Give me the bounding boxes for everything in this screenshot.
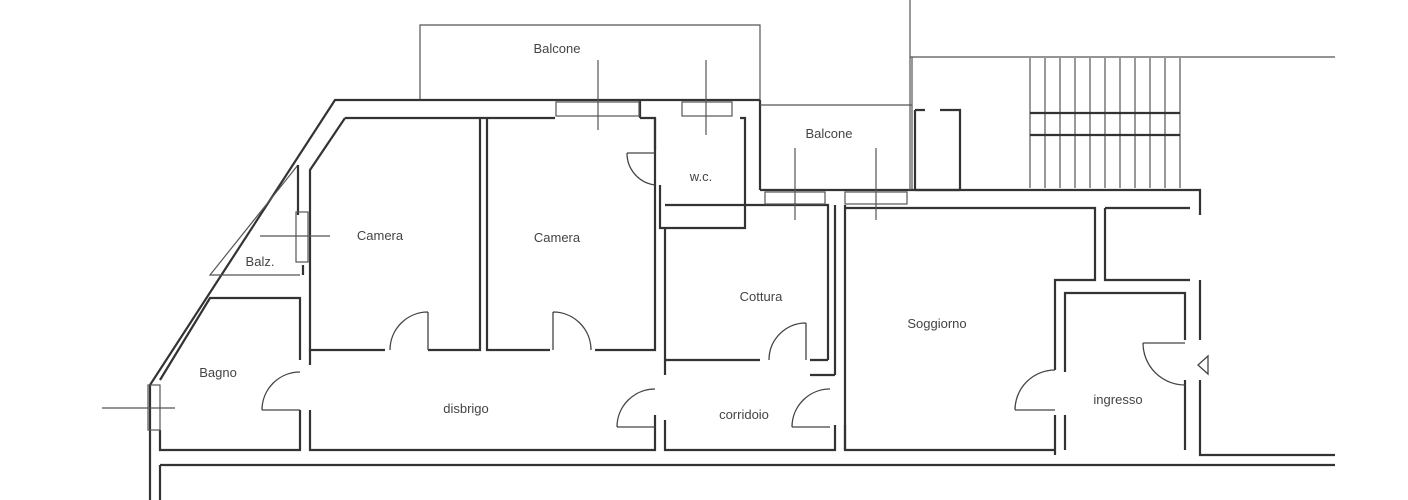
label-balcone-top: Balcone	[534, 41, 581, 56]
label-balcone-right: Balcone	[806, 126, 853, 141]
label-bagno: Bagno	[199, 365, 237, 380]
stairwell-outline	[909, 0, 1335, 190]
outer-wall	[148, 98, 760, 500]
wc-walls-outer	[638, 100, 762, 190]
label-camera-2: Camera	[534, 230, 581, 245]
label-cottura: Cottura	[740, 289, 783, 304]
label-camera-1: Camera	[357, 228, 404, 243]
label-corridoio: corridoio	[719, 407, 769, 422]
balz-wall	[296, 165, 305, 275]
label-disbrigo: disbrigo	[443, 401, 489, 416]
soggiorno-walls	[845, 206, 1335, 457]
bottom-street-line	[158, 463, 1335, 500]
bagno-walls	[158, 296, 1055, 452]
shaft	[913, 108, 962, 192]
diagonal-balz-wall	[208, 164, 300, 276]
label-wc: w.c.	[689, 169, 712, 184]
balcony-right-outline	[760, 57, 913, 190]
camera-1-walls	[345, 116, 657, 352]
stairs	[1029, 58, 1181, 188]
cottura-walls	[665, 188, 1202, 450]
wc-walls	[653, 116, 747, 375]
entrance-arrow-icon	[1197, 354, 1209, 376]
label-soggiorno: Soggiorno	[907, 316, 966, 331]
label-ingresso: ingresso	[1093, 392, 1142, 407]
label-balz: Balz.	[246, 254, 275, 269]
doors	[261, 152, 1209, 428]
windows	[102, 60, 908, 431]
outer-wall-inner	[308, 117, 385, 352]
balcony-top-outline	[419, 24, 761, 100]
ingresso-walls	[1053, 415, 1067, 455]
